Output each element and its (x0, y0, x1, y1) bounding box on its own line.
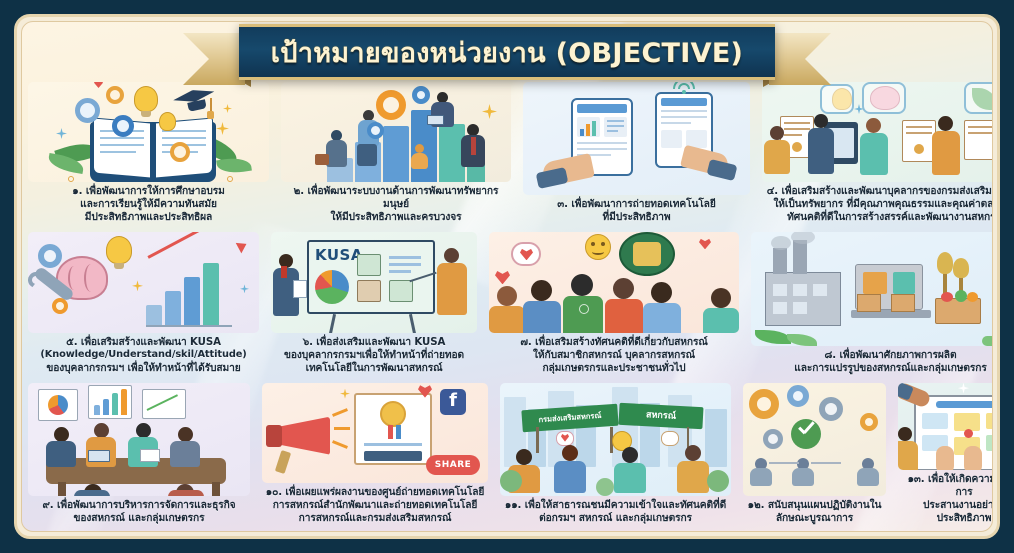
objective-caption-12: ๑๒. สนับสนุนแผนปฏิบัติงานในลักษณะบูรณากา… (747, 499, 882, 524)
box-icon (857, 294, 881, 313)
objective-caption-5: ๕. เพื่อเสริมสร้างและพัฒนา KUSA (Knowled… (40, 337, 247, 374)
objectives-row-3: ๙. เพื่อพัฒนาการบริหารการจัดการและธุรกิจ… (22, 381, 992, 531)
gear-icon (787, 384, 809, 407)
ribbon-tail-right (769, 33, 831, 85)
objectives-row-2: ๕. เพื่อเสริมสร้างและพัฒนา KUSA (Knowled… (22, 230, 992, 380)
objective-card-9[interactable]: ๙. เพื่อพัฒนาการบริหารการจัดการและธุรกิจ… (22, 381, 256, 531)
kusa-board-label: KUSA (315, 246, 363, 265)
facebook-icon: f (440, 388, 466, 415)
objective-caption-1: ๑. เพื่อพัฒนาการให้การศึกษาอบรม และการเร… (72, 186, 225, 224)
gear-icon (38, 244, 62, 269)
illustration-book-gears (28, 82, 269, 183)
objectives-row-1: ๑. เพื่อพัฒนาการให้การศึกษาอบรม และการเร… (22, 80, 992, 230)
arrow-icon (147, 232, 214, 259)
megaphone-icon (276, 416, 330, 455)
objective-card-12[interactable]: ๑๒. สนับสนุนแผนปฏิบัติงานในลักษณะบูรณากา… (737, 381, 892, 531)
illustration-public-understanding: กรมส่งเสริมสหกรณ์ สหกรณ์ (500, 382, 731, 496)
illustration-management-meeting (28, 382, 250, 496)
page-title: เป้าหมายของหน่วยงาน (OBJECTIVE) (270, 37, 744, 69)
smiley-icon (585, 234, 611, 261)
objective-caption-3: ๓. เพื่อพัฒนาการถ่ายทอดเทคโนโลยี ที่มีปร… (557, 199, 716, 224)
objective-caption-4: ๔. เพื่อเสริมสร้างและพัฒนาบุคลากรของกรมส… (766, 186, 993, 224)
gear-icon (112, 115, 134, 137)
heart-icon (94, 82, 103, 88)
wifi-icon (673, 82, 695, 89)
objective-caption-6: ๖. เพื่อส่งเสริมและพัฒนา KUSA ของบุคลากร… (284, 336, 464, 374)
brain-icon (870, 86, 900, 110)
hand-icon (964, 445, 982, 470)
heart-icon (495, 271, 510, 285)
illustration-positive-attitude-group (489, 232, 739, 333)
lightbulb-icon (159, 112, 176, 131)
gear-icon (376, 90, 406, 120)
objective-caption-11: ๑๑. เพื่อให้สาธารณชนมีความเข้าใจและทัศนค… (504, 499, 727, 524)
speech-bubble-icon (661, 430, 679, 446)
objective-card-13[interactable]: ๑๓. เพื่อให้เกิดความมือในการ ประสานงานอย… (892, 381, 993, 531)
objective-card-6[interactable]: KUSA (265, 230, 483, 380)
objective-card-7[interactable]: ๗. เพื่อเสริมสร้างทัศนคติที่ดีเกี่ยวกับส… (483, 230, 745, 380)
objective-card-11[interactable]: กรมส่งเสริมสหกรณ์ สหกรณ์ (494, 381, 737, 531)
illustration-integrated-plan (743, 382, 886, 496)
objective-caption-8: ๘. เพื่อพัฒนาศักยภาพการผลิต และการแปรรูป… (794, 349, 987, 374)
document-icon (140, 448, 160, 462)
objective-caption-10: ๑๐. เพื่อเผยแพร่ผลงานของศูนย์ถ่ายทอดเทคโ… (265, 486, 485, 524)
objective-card-3[interactable]: ๓. เพื่อพัฒนาการถ่ายทอดเทคโนโลยี ที่มีปร… (517, 80, 756, 230)
gear-icon (763, 428, 783, 449)
objective-card-4[interactable]: ๔. เพื่อเสริมสร้างและพัฒนาบุคลากรของกรมส… (756, 80, 993, 230)
gear-icon (860, 412, 878, 431)
gear-icon (412, 86, 430, 104)
objectives-grid: ๑. เพื่อพัฒนาการให้การศึกษาอบรม และการเร… (22, 80, 992, 531)
objective-caption-9: ๙. เพื่อพัฒนาการบริหารการจัดการและธุรกิจ… (42, 499, 236, 524)
laptop-icon (88, 449, 110, 462)
heart-icon (699, 238, 711, 250)
gear-icon (170, 142, 190, 162)
heart-icon (561, 434, 569, 442)
checkmark-icon (791, 418, 821, 449)
poster-frame-outer: เป้าหมายของหน่วยงาน (OBJECTIVE) (14, 14, 1000, 539)
objective-card-2[interactable]: ๒. เพื่อพัฒนาระบบงานด้านการพัฒนาทรัพยากร… (275, 80, 517, 230)
crate-icon (935, 298, 981, 325)
gear-icon (75, 98, 100, 123)
ribbon-tail-left (183, 33, 245, 85)
objective-card-5[interactable]: ๕. เพื่อเสริมสร้างและพัฒนา KUSA (Knowled… (22, 230, 265, 380)
gear-icon (52, 298, 68, 315)
illustration-staff-development (762, 82, 992, 183)
hand-icon (936, 445, 954, 470)
objective-caption-13: ๑๓. เพื่อให้เกิดความมือในการ ประสานงานอย… (907, 473, 993, 524)
illustration-coordination-board (898, 382, 992, 470)
briefcase-icon (315, 154, 329, 165)
gear-icon (819, 396, 843, 421)
laptop-icon (427, 115, 444, 125)
objective-card-10[interactable]: f SHARE ๑๐. เพื่อเผยแพร่ผลงานของศูนย์ถ่า… (256, 381, 494, 531)
box-icon (891, 294, 915, 313)
lightbulb-icon (106, 236, 132, 265)
objective-card-8[interactable]: ๘. เพื่อพัฒนาศักยภาพการผลิต และการแปรรูป… (745, 230, 992, 380)
illustration-kusa-skills (28, 232, 259, 334)
title-banner: เป้าหมายของหน่วยงาน (OBJECTIVE) (22, 24, 992, 88)
illustration-technology-transfer (523, 82, 750, 196)
share-button[interactable]: SHARE (426, 454, 480, 475)
illustration-publicity-social: f SHARE (262, 382, 488, 483)
objective-caption-2: ๒. เพื่อพัฒนาระบบงานด้านการพัฒนาทรัพยากร… (293, 186, 499, 224)
objective-card-1[interactable]: ๑. เพื่อพัฒนาการให้การศึกษาอบรม และการเร… (22, 80, 275, 230)
sign-right: สหกรณ์ (618, 402, 704, 429)
illustration-kusa-presentation: KUSA (271, 232, 477, 333)
pie-chart-icon (48, 394, 68, 415)
illustration-production-processing (751, 232, 992, 346)
gear-icon (367, 122, 384, 139)
leaf-icon (972, 88, 992, 110)
pie-chart-icon (315, 270, 349, 305)
gear-icon (749, 388, 779, 419)
illustration-career-growth (281, 82, 511, 183)
lightbulb-icon (134, 86, 158, 112)
poster-frame-inner: เป้าหมายของหน่วยงาน (OBJECTIVE) (21, 21, 993, 532)
gear-icon (106, 86, 124, 104)
objective-caption-7: ๗. เพื่อเสริมสร้างทัศนคติที่ดีเกี่ยวกับส… (520, 336, 708, 374)
